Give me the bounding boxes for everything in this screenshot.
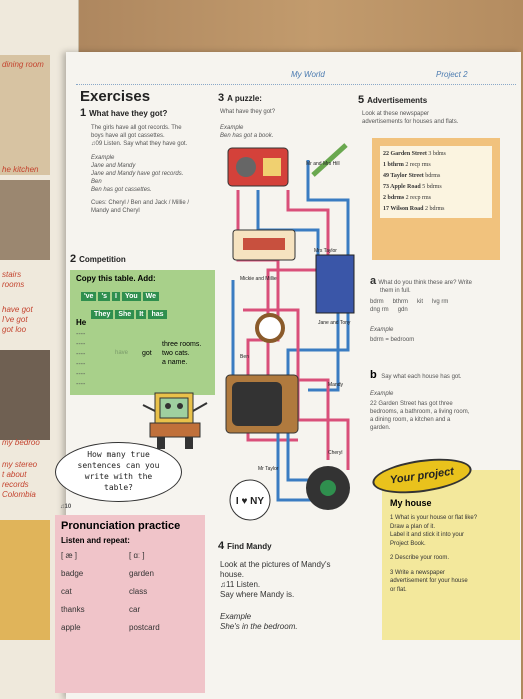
pronunciation-box: Pronunciation practice Listen and repeat… [55,515,205,693]
project-item: 3 Write a newspaper [390,569,445,576]
pron-header: [ ɑː ] [129,551,145,560]
left-page-text: I've got [2,315,28,324]
maze-label: Mrs Taylor [314,248,337,254]
photo-strip [0,350,50,440]
pron-word: garden [129,569,154,578]
left-page-text: got loo [2,325,27,334]
maze-label: Mr Taylor [258,466,279,472]
maze-label: Mr and Mrs Hill [306,161,340,167]
pron-word: postcard [129,623,160,632]
pron-row: cat class [61,587,199,596]
left-page-text: stairs [2,270,22,279]
puzzle-question: What have they got? [220,109,276,115]
abbreviation: gdn [397,307,408,313]
listing-line: 17 Wilson Road 2 bdrms [383,206,445,212]
abbreviation: bdrm [370,299,384,305]
tape-icon: ♫ [220,580,226,589]
puzzle-example-label: Example [220,125,244,131]
pron-word: cat [61,587,72,596]
pron-word: badge [61,569,84,578]
left-page-text: have got [2,305,33,314]
project-item: 1 What is your house or flat like? [390,515,478,521]
pron-word: class [129,587,148,596]
project-item: Project Book. [390,540,426,547]
project-item: or flat. [390,586,407,593]
abbreviation: dng rm [370,307,389,313]
ads-b-example-label: Example [370,391,394,397]
badge-icon [229,479,271,521]
project-item: Draw a plan of it. [390,523,436,530]
abbreviation: kit [417,299,424,305]
exercises-title: Exercises [80,88,151,105]
project-box: My house 1 What is your house or flat li… [382,470,520,640]
project-item: 2 Describe your room. [390,555,450,561]
left-page: dining room he kitchen stairs rooms have… [0,0,79,699]
puzzle-maze: I ♥ NY Mr and Mrs Hill Mrs Taylor Mickie… [225,143,355,521]
abbreviation: lvg rm [432,299,449,305]
pron-row: badge garden [61,569,199,578]
left-page-text: dining room [2,60,44,69]
listing-line: 49 Taylor Street bdrms [383,173,441,179]
pron-word: apple [61,623,81,632]
header-title: My World [291,70,325,79]
maze-label: Jane and Tony [318,320,351,326]
photo-strip [0,180,50,260]
badge-text: I ♥ NY [236,496,264,507]
project-item: advertisement for your house [390,578,468,584]
project-item: Label it and stick it into your [390,532,465,538]
pron-word: car [129,605,141,614]
photo-strip [0,55,50,175]
left-page-text: rooms [2,280,25,289]
pen-icon [311,143,348,177]
left-page-text: my bedroo [2,438,40,447]
left-page-text: records [2,480,29,489]
ads-a-example-label: Example [370,327,394,333]
page-header: My World Project 2 [76,70,516,85]
book-icon [315,254,355,314]
pron-row: thanks car [61,605,199,614]
header-project: Project 2 [436,70,468,79]
maze-label: Ben [240,354,249,360]
listing-line: 22 Garden Street 3 bdms [383,151,446,157]
tape-icon: ♫ [91,141,96,147]
ads-box: 22 Garden Street 3 bdms 1 bthrm 2 recp rm… [372,138,500,260]
puzzle-example: Ben has got a book. [220,133,274,139]
maze-label: Mandy [328,382,344,388]
pron-word: thanks [61,605,85,614]
left-page-text: t about [2,470,27,479]
listing-line: 73 Apple Road 5 bdrms [383,184,442,190]
maze-label: Cheryl [328,450,342,456]
ads-a: a What do you think these are? Write the… [370,275,472,294]
photo-strip [0,520,50,640]
pron-header-row: [ æ ] [ ɑː ] [61,551,199,560]
pron-row: apple postcard [61,623,199,632]
abbreviation: bthrm [392,299,409,305]
tape-10: ♫10 [60,504,72,510]
ads-a-example: bdrm = bedroom [370,337,415,343]
pron-header: [ æ ] [61,551,78,560]
left-page-text: he kitchen [2,165,39,174]
watch-icon [255,313,285,343]
abbreviation-list: bdrm bthrm kit lvg rm dng rm gdn [370,298,495,314]
left-page-text: my stereo [2,460,38,469]
maze-label: Mickie and Millie [240,276,277,282]
left-page-text: Colombia [2,490,36,499]
ads-b: b Say what each house has got. [370,369,462,381]
robot-illustration [142,392,208,449]
listing-line: 1 bthrm 2 recp rms [383,162,431,168]
listing-line: 2 bdrms 2 recp rms [383,195,431,201]
